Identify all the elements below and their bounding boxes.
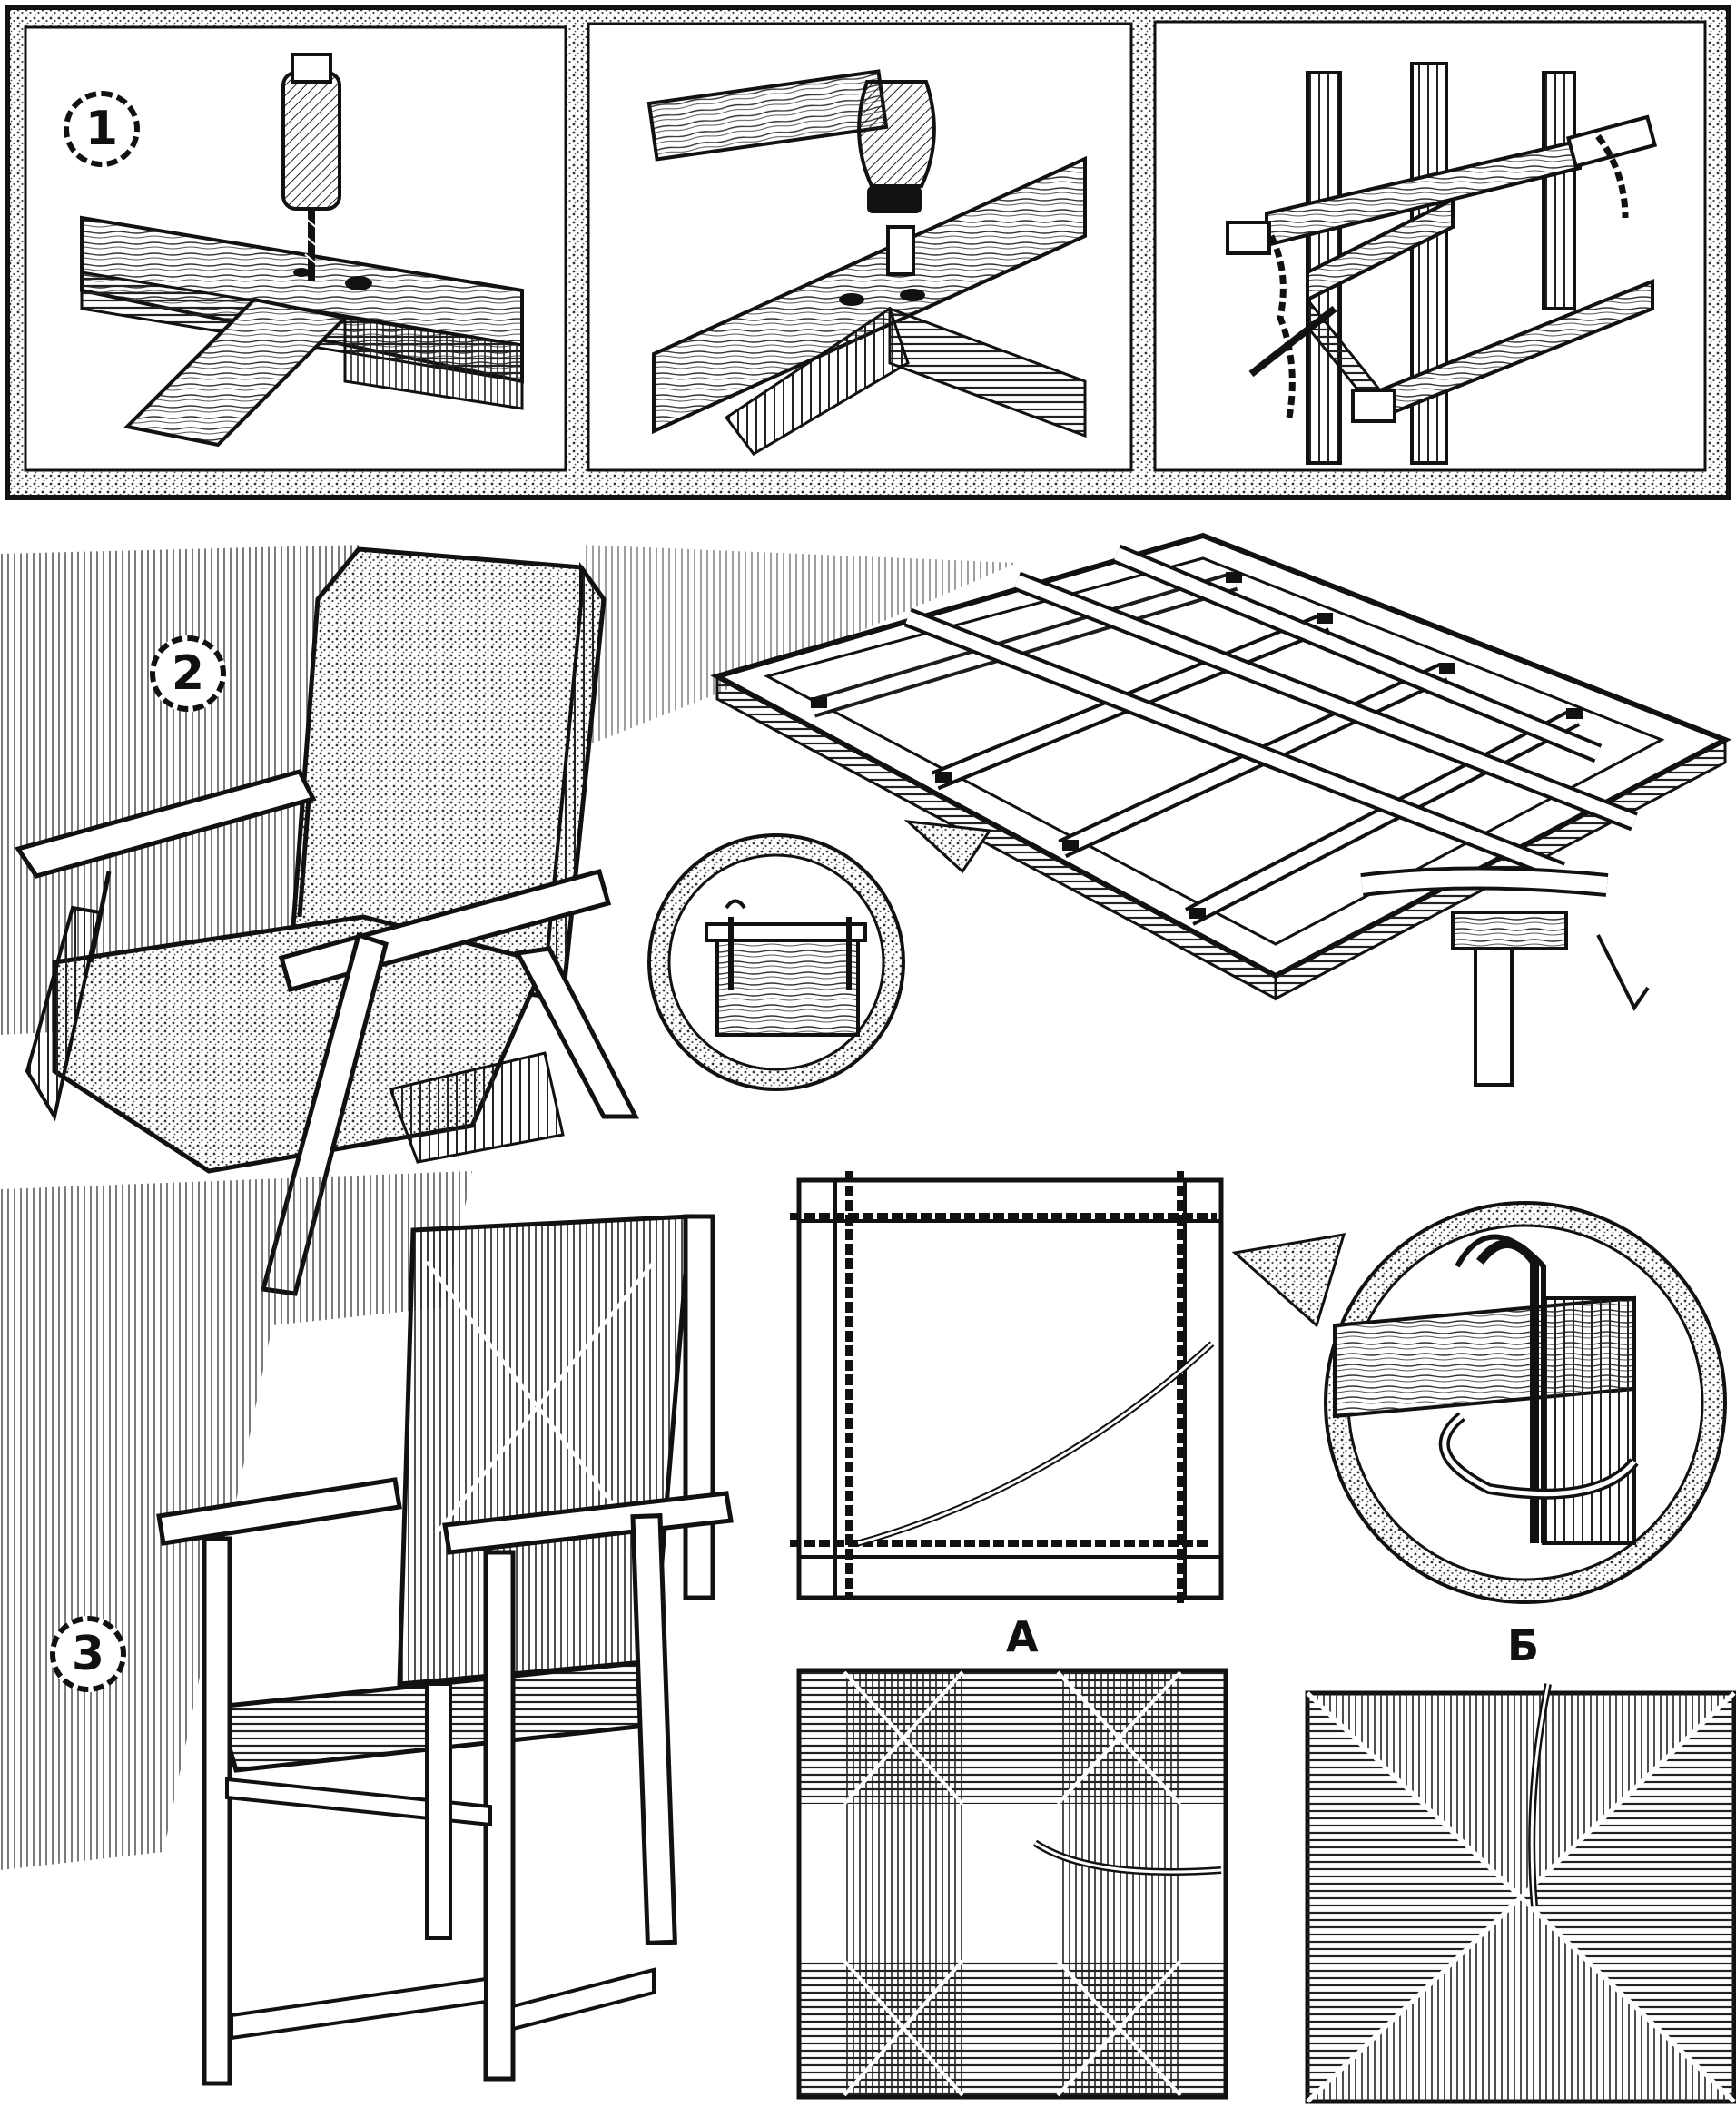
hammering-scene — [646, 69, 1087, 456]
strap-detail-magnifier — [647, 820, 992, 1091]
fig3-number-badge: 3 — [50, 1616, 126, 1692]
woven-seat-variant-b — [1305, 1683, 1736, 2104]
variant-a-label: А — [1006, 1612, 1039, 1661]
weaving-frame — [790, 1171, 1224, 1607]
clamping-scene — [1226, 62, 1658, 465]
variant-b-label: Б — [1507, 1621, 1540, 1670]
corner-wrap-magnifier — [1231, 1201, 1727, 1604]
drilling-scene — [80, 53, 524, 448]
webbing-frame — [710, 532, 1732, 1087]
rush-seat-armchair — [156, 1214, 734, 2086]
fig3-background-hatch — [0, 1171, 472, 1870]
fig2-number-badge: 2 — [150, 635, 226, 712]
fig1-number-badge: 1 — [64, 91, 140, 167]
fig1-panel — [5, 5, 1731, 500]
upholstered-armchair — [14, 546, 640, 1296]
woven-seat-variant-a — [796, 1668, 1228, 2100]
